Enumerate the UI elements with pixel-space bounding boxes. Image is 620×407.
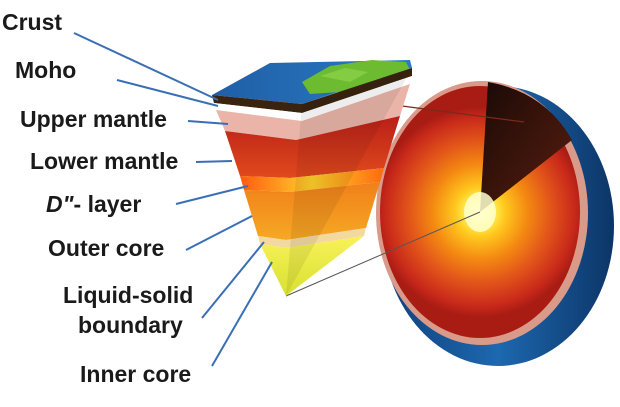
leader-line-crust xyxy=(74,33,218,100)
labels: Crust Moho Upper mantle Lower mantle D"-… xyxy=(2,9,193,387)
label-inner-core: Inner core xyxy=(80,361,191,387)
label-d-layer-symbol: D" xyxy=(46,191,75,217)
label-d-layer-suffix: - layer xyxy=(74,191,142,217)
leader-line-lower-mantle xyxy=(196,161,232,162)
globe-cross-section xyxy=(376,81,614,366)
leader-line-outer-core xyxy=(186,216,252,250)
label-liquid-solid-line1: Liquid-solid xyxy=(63,282,193,308)
label-moho: Moho xyxy=(15,57,76,83)
label-d-layer: D"- layer xyxy=(46,191,141,217)
leader-line-liquid-solid xyxy=(202,242,264,318)
label-upper-mantle: Upper mantle xyxy=(20,106,167,132)
leader-line-d-layer xyxy=(176,186,248,204)
label-liquid-solid-line2: boundary xyxy=(78,312,183,338)
label-lower-mantle: Lower mantle xyxy=(30,148,178,174)
label-outer-core: Outer core xyxy=(48,235,164,261)
leader-line-inner-core xyxy=(212,262,272,366)
label-crust: Crust xyxy=(2,9,62,35)
